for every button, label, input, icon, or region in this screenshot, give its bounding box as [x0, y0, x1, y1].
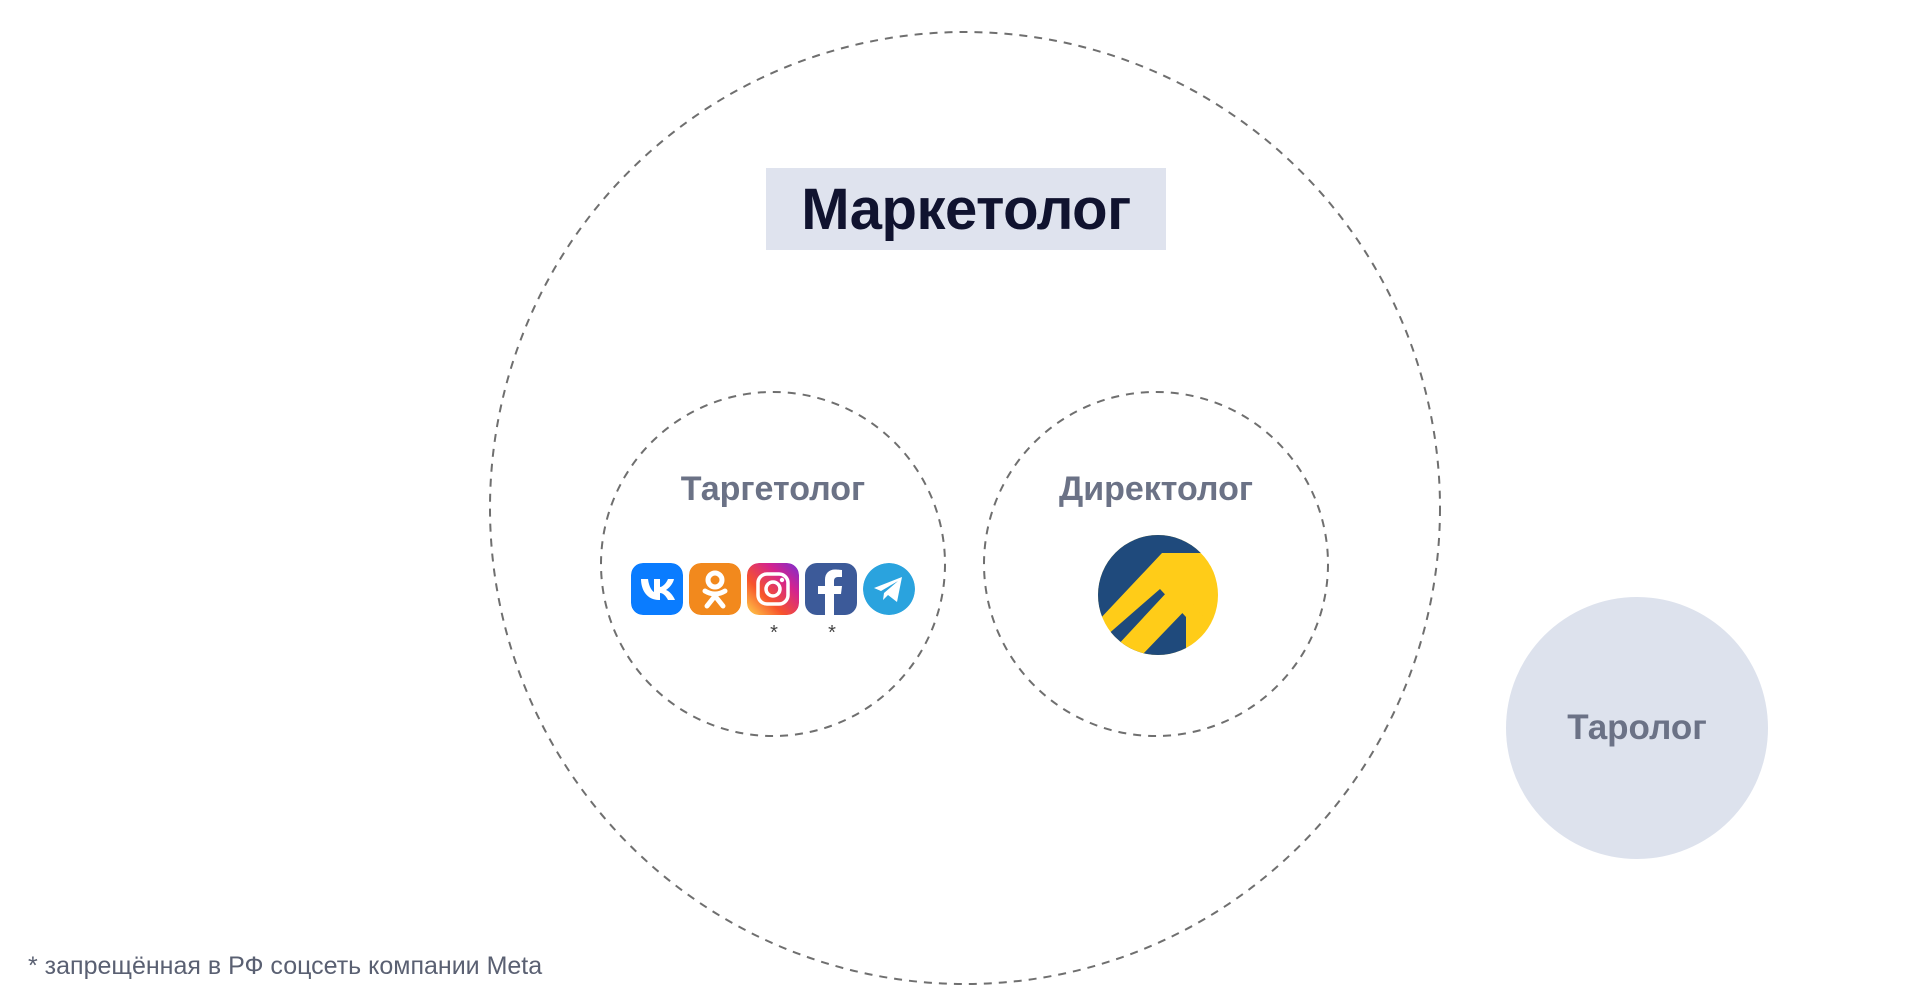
- vk-icon: [631, 563, 683, 615]
- facebook-icon: [805, 563, 857, 615]
- tarolog-circle: Таролог: [1506, 597, 1768, 859]
- directolog-circle: [983, 391, 1329, 737]
- directolog-label: Директолог: [1058, 470, 1254, 508]
- facebook-asterisk: *: [828, 622, 836, 644]
- marketolog-title-box: Маркетолог: [766, 168, 1166, 250]
- yandex-direct-icon: [1098, 535, 1218, 655]
- marketolog-outer-circle: [489, 31, 1441, 985]
- marketolog-title: Маркетолог: [801, 176, 1131, 242]
- targetolog-circle: [600, 391, 946, 737]
- footnote: * запрещённая в РФ соцсеть компании Meta: [28, 952, 543, 980]
- telegram-icon: [863, 563, 915, 615]
- tarolog-label: Таролог: [1567, 708, 1707, 747]
- instagram-icon: [747, 563, 799, 615]
- instagram-asterisk: *: [770, 622, 778, 644]
- odnoklassniki-icon: [689, 563, 741, 615]
- targetolog-label: Таргетолог: [680, 470, 866, 508]
